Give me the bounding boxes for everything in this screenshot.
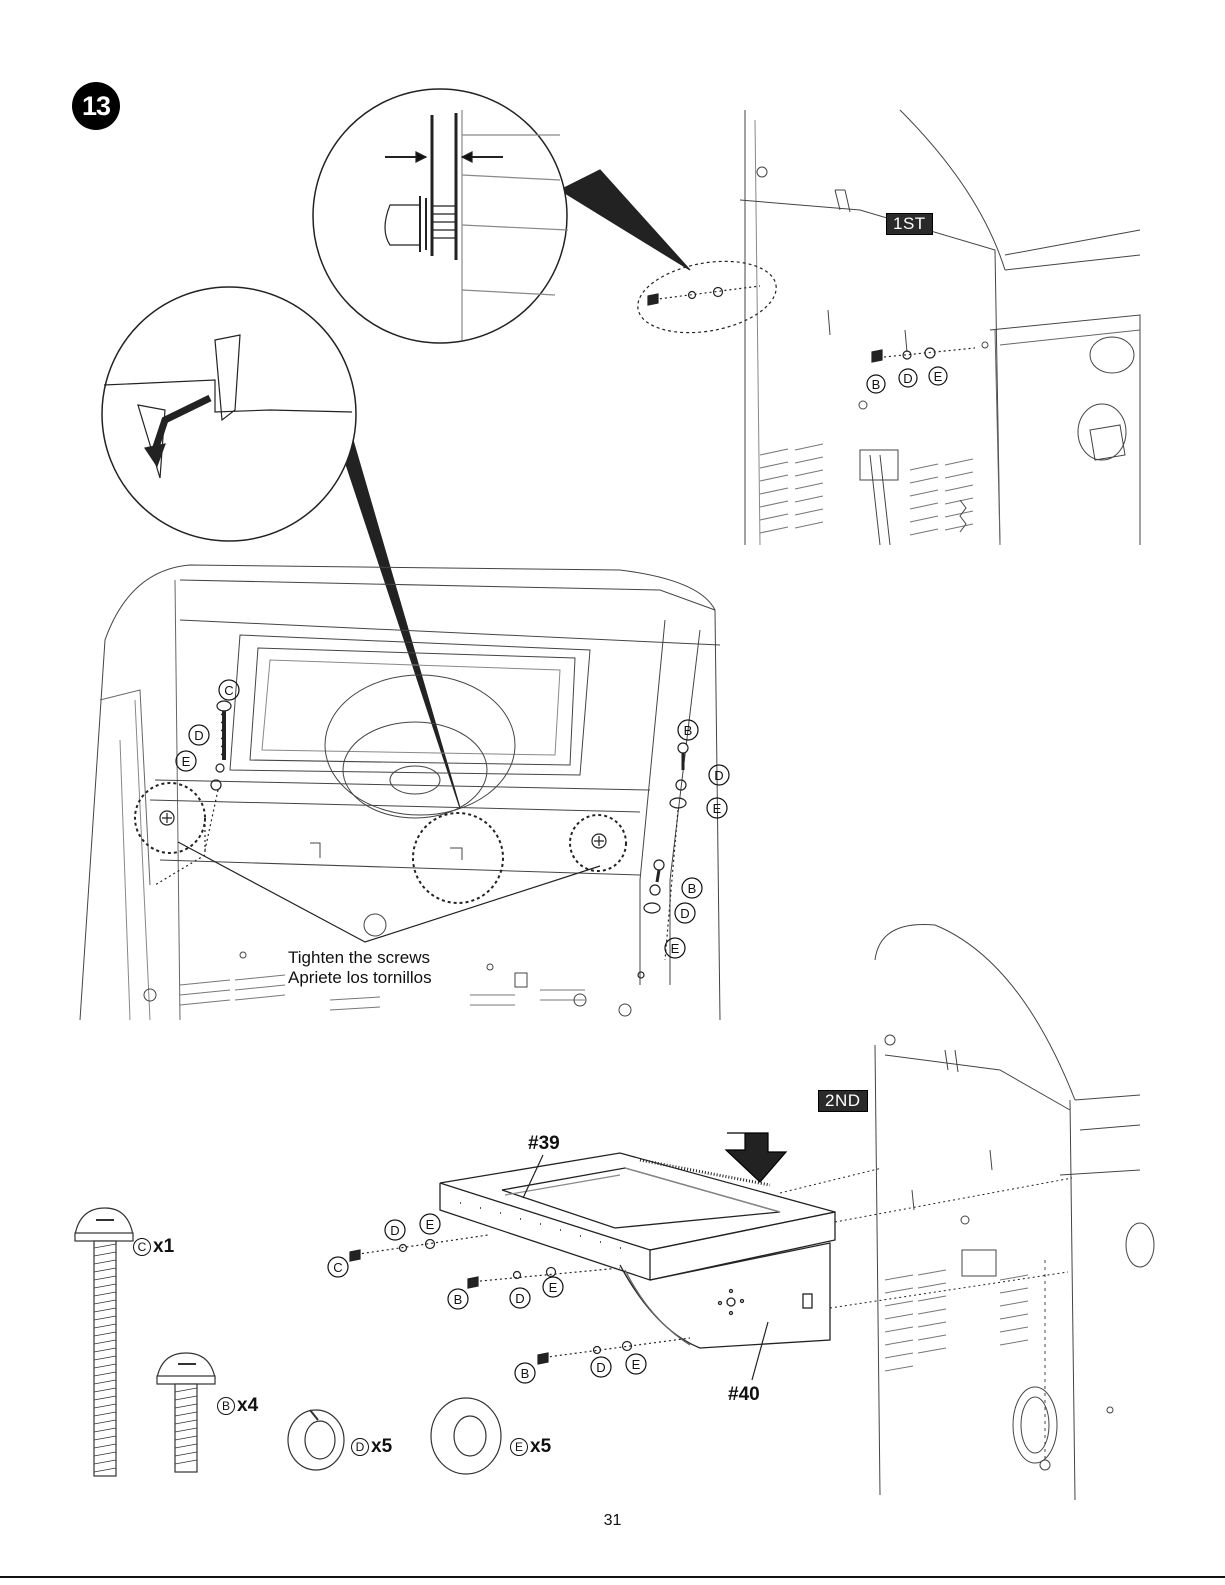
hardware-qty-d: D x5	[351, 1436, 392, 1458]
page-number: 31	[0, 1512, 1225, 1530]
letter-d: D	[515, 1291, 524, 1306]
tighten-screw-markers	[135, 783, 626, 942]
leader-40	[752, 1322, 768, 1380]
letter-b: B	[454, 1292, 463, 1307]
hardware-bolt-b	[157, 1353, 215, 1472]
tighten-caption-en: Tighten the screws	[288, 948, 432, 968]
stage-tag-second-text: 2ND	[825, 1091, 861, 1110]
insert-direction-arrow	[726, 1133, 786, 1182]
letter-e: E	[182, 754, 191, 769]
part-number-39: #39	[528, 1133, 560, 1155]
stage-tag-second: 2ND	[818, 1090, 868, 1112]
grill-side-view-2nd	[875, 924, 1154, 1500]
letter-e: E	[632, 1357, 641, 1372]
hardware-count-d: x5	[371, 1436, 392, 1458]
hardware-flat-washer-e	[431, 1398, 501, 1474]
letter-e: E	[934, 369, 943, 384]
hardware-lock-washer-d	[288, 1410, 344, 1470]
zoom-circle-slot	[102, 287, 460, 808]
stage-tag-first-text: 1ST	[893, 214, 926, 233]
hardware-count-e: x5	[530, 1436, 551, 1458]
letter-b: B	[684, 723, 693, 738]
letter-d: D	[903, 371, 912, 386]
hardware-qty-e: E x5	[510, 1436, 551, 1458]
letter-b: B	[872, 377, 881, 392]
part-number-40: #40	[728, 1384, 760, 1406]
letter-e: E	[671, 941, 680, 956]
hardware-qty-b: B x4	[217, 1395, 258, 1417]
screw-stack-left	[205, 701, 231, 850]
footer-rule	[0, 1576, 1225, 1578]
side-shelf-39	[440, 1153, 835, 1280]
letter-d: D	[714, 768, 723, 783]
letter-d: D	[680, 906, 689, 921]
hardware-letter-e: E	[510, 1438, 528, 1456]
hardware-qty-c: C x1	[133, 1236, 174, 1258]
tighten-caption-es: Apriete los tornillos	[288, 968, 432, 988]
letter-b: B	[521, 1366, 530, 1381]
letter-d: D	[596, 1360, 605, 1375]
hardware-count-c: x1	[153, 1236, 174, 1258]
hardware-letter-c: C	[133, 1238, 151, 1256]
letter-markers-left: C D E	[176, 680, 239, 771]
letter-d: D	[390, 1223, 399, 1238]
letter-e: E	[549, 1280, 558, 1295]
screw-stack-1st	[872, 348, 975, 362]
bracket-40	[620, 1243, 830, 1348]
letter-d: D	[194, 728, 203, 743]
letter-markers-1st: B D E	[867, 367, 947, 393]
screw-stack-right	[638, 743, 688, 978]
grill-side-view-1st	[740, 110, 1140, 545]
screw-stack-zoom-source	[648, 286, 760, 305]
letter-c: C	[224, 683, 233, 698]
letter-c: C	[333, 1260, 342, 1275]
letter-b: B	[688, 881, 697, 896]
zoom-circle-gap	[313, 89, 690, 343]
hardware-letter-b: B	[217, 1397, 235, 1415]
letter-markers-2nd: D E C B D E B D E	[328, 1214, 646, 1383]
letter-e: E	[426, 1217, 435, 1232]
tighten-caption: Tighten the screws Apriete los tornillos	[288, 948, 432, 988]
stage-tag-first: 1ST	[886, 213, 933, 235]
hardware-count-b: x4	[237, 1395, 258, 1417]
hardware-bolt-c	[75, 1208, 133, 1476]
hardware-letter-d: D	[351, 1438, 369, 1456]
letter-e: E	[713, 801, 722, 816]
